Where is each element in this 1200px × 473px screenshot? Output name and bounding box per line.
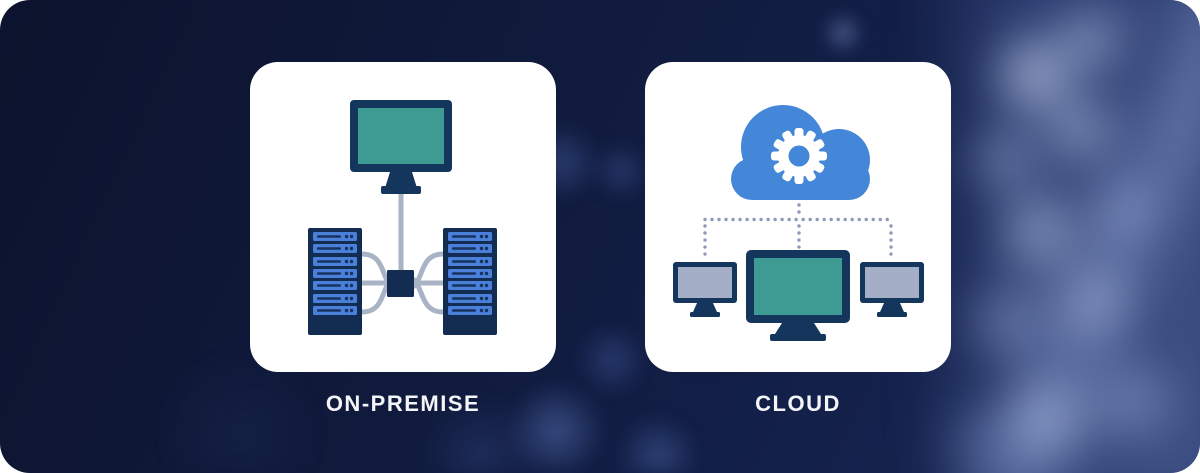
on-premise-diagram <box>308 100 497 335</box>
background-blur-highlight <box>910 0 1200 473</box>
server-rack-icon <box>443 228 497 335</box>
on-premise-card <box>250 62 556 372</box>
cloud-card <box>645 62 951 372</box>
network-switch-icon <box>387 270 414 297</box>
cloud-label: CLOUD <box>755 391 841 416</box>
dotted-connector-lines <box>703 203 893 261</box>
desktop-monitor-icon <box>350 100 452 194</box>
workstation-monitor-icon <box>860 262 924 317</box>
cloud-diagram <box>673 105 924 341</box>
server-rack-icon <box>308 228 362 335</box>
on-premise-label: ON-PREMISE <box>325 391 481 416</box>
workstation-monitor-icon <box>746 250 850 341</box>
gear-icon <box>771 128 827 184</box>
workstation-monitor-icon <box>673 262 737 317</box>
